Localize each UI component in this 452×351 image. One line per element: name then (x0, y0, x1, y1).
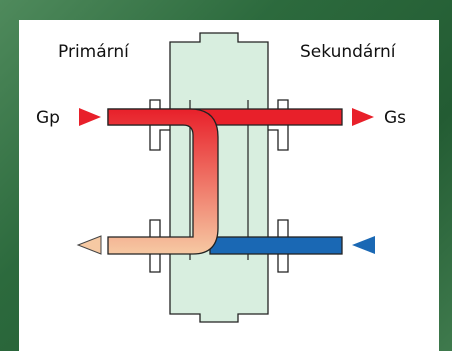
separator-vessel (169, 32, 269, 323)
secondary-return-arrow (352, 236, 375, 254)
gs-label: Gs (384, 108, 406, 128)
secondary-label: Sekundární (300, 42, 397, 62)
primary-label: Primární (58, 42, 130, 62)
cold-return-pipe (209, 236, 343, 255)
gp-inlet-arrow (79, 108, 101, 126)
gp-label: Gp (36, 108, 60, 128)
gs-outlet-arrow (352, 108, 374, 126)
primary-return-arrow (76, 235, 102, 255)
mixed-return-pipe (107, 108, 219, 255)
